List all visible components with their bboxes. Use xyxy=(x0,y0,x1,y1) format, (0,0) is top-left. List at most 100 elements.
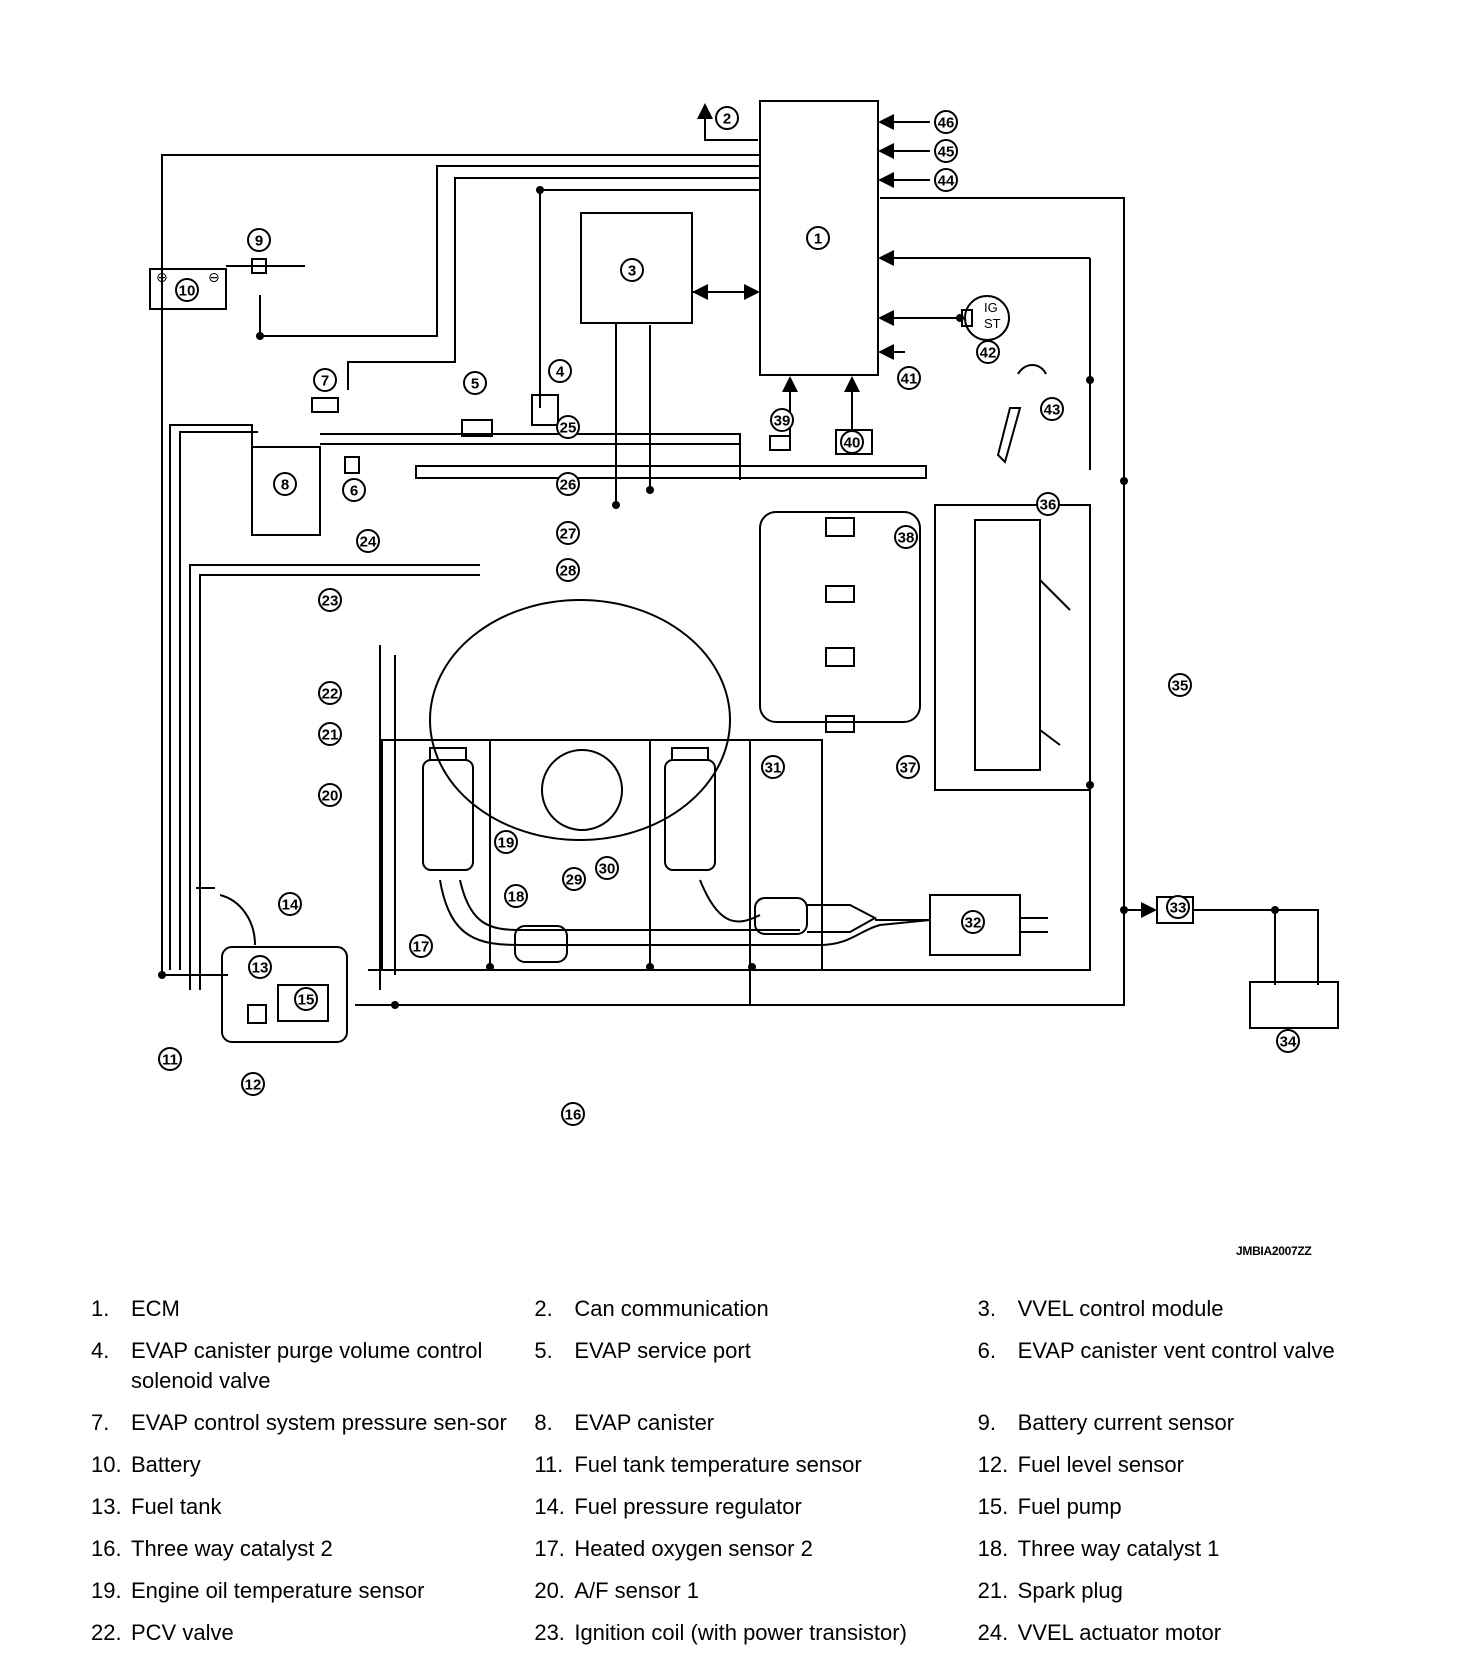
callout-number: 31 xyxy=(765,760,782,777)
callout-37: 37 xyxy=(896,755,920,779)
callout-number: 36 xyxy=(1040,497,1057,514)
callout-number: 26 xyxy=(560,477,577,494)
legend-item: 21.Spark plug xyxy=(977,1578,1123,1603)
callout-number: 23 xyxy=(322,593,339,610)
legend-row: 22.PCV valve 23.Ignition coil (with powe… xyxy=(78,1618,1408,1648)
legend-item: 24.VVEL actuator motor xyxy=(977,1620,1222,1645)
callout-16: 16 xyxy=(561,1102,585,1126)
callout-30: 30 xyxy=(595,856,619,880)
callout-number: 42 xyxy=(980,345,997,362)
legend-item: 16.Three way catalyst 2 xyxy=(91,1536,333,1561)
battery-negative-terminal: ⊖ xyxy=(208,270,220,286)
callout-6: 6 xyxy=(342,478,366,502)
legend-item: 15.Fuel pump xyxy=(977,1494,1122,1519)
callout-27: 27 xyxy=(556,521,580,545)
callout-23: 23 xyxy=(318,588,342,612)
legend-item: 11.Fuel tank temperature sensor xyxy=(534,1452,862,1477)
callout-number: 41 xyxy=(901,371,918,388)
callout-number: 35 xyxy=(1172,678,1189,695)
callout-18: 18 xyxy=(504,884,528,908)
callout-number: 7 xyxy=(321,373,329,390)
callout-20: 20 xyxy=(318,783,342,807)
evap-canister-box xyxy=(251,446,321,536)
sensor-40-box xyxy=(835,429,873,455)
callout-number: 39 xyxy=(774,413,791,430)
legend-item: 13.Fuel tank xyxy=(91,1494,222,1519)
callout-number: 43 xyxy=(1044,402,1061,419)
air-intake-box xyxy=(934,504,1091,791)
callout-45: 45 xyxy=(934,139,958,163)
legend-item: 1.ECM xyxy=(91,1296,180,1321)
callout-number: 44 xyxy=(938,173,955,190)
legend-item: 9.Battery current sensor xyxy=(977,1410,1235,1435)
ignition-switch-st-label: ST xyxy=(984,316,1001,331)
engine-control-system-diagram: ⊕ ⊖ IG ST 123456789101112131415161718192… xyxy=(149,100,1339,1126)
legend-item: 18.Three way catalyst 1 xyxy=(977,1536,1220,1561)
callout-41: 41 xyxy=(897,366,921,390)
legend-item: 8.EVAP canister xyxy=(534,1410,715,1435)
legend-row: 4.EVAP canister purge volume control sol… xyxy=(78,1336,1408,1396)
callout-number: 29 xyxy=(566,872,583,889)
figure-code: JMBIA2007ZZ xyxy=(1236,1244,1312,1258)
callout-number: 4 xyxy=(556,364,565,381)
legend-item: 22.PCV valve xyxy=(91,1620,234,1645)
legend-item: 20.A/F sensor 1 xyxy=(534,1578,700,1603)
callout-39: 39 xyxy=(770,408,794,432)
callout-number: 18 xyxy=(508,889,525,906)
callout-number: 16 xyxy=(565,1107,582,1124)
callout-17: 17 xyxy=(409,934,433,958)
legend-item: 3.VVEL control module xyxy=(977,1296,1224,1321)
callout-25: 25 xyxy=(556,415,580,439)
legend-item: 4.EVAP canister purge volume control sol… xyxy=(91,1338,483,1393)
muffler-box xyxy=(929,894,1021,956)
battery-box xyxy=(149,268,227,310)
legend-item: 10.Battery xyxy=(91,1452,201,1477)
callout-35: 35 xyxy=(1168,673,1192,697)
legend-item: 14.Fuel pressure regulator xyxy=(534,1494,802,1519)
callout-number: 11 xyxy=(162,1052,178,1069)
callout-1: 1 xyxy=(806,226,830,250)
callout-number: 20 xyxy=(322,788,339,805)
callout-number: 17 xyxy=(413,939,430,956)
callout-12: 12 xyxy=(241,1072,265,1096)
callout-24: 24 xyxy=(356,529,380,553)
callout-5: 5 xyxy=(463,371,487,395)
callout-36: 36 xyxy=(1036,492,1060,516)
callout-number: 3 xyxy=(628,263,636,280)
callout-9: 9 xyxy=(247,228,271,252)
callout-number: 32 xyxy=(965,915,982,932)
legend-item: 6.EVAP canister vent control valve xyxy=(977,1338,1335,1363)
callout-number: 24 xyxy=(360,534,377,551)
callout-number: 14 xyxy=(282,897,299,914)
callout-2: 2 xyxy=(715,106,739,130)
callout-40: 40 xyxy=(840,430,864,454)
callout-number: 12 xyxy=(245,1077,262,1094)
callout-number: 19 xyxy=(498,835,515,852)
legend-item: 23.Ignition coil (with power transistor) xyxy=(534,1620,907,1645)
callout-number: 9 xyxy=(255,233,263,250)
legend-item: 7.EVAP control system pressure sen-sor xyxy=(91,1410,507,1435)
legend-row: 7.EVAP control system pressure sen-sor 8… xyxy=(78,1408,1408,1438)
callout-29: 29 xyxy=(562,867,586,891)
cooling-fan-box xyxy=(1249,981,1339,1029)
callout-22: 22 xyxy=(318,681,342,705)
callout-7: 7 xyxy=(313,368,337,392)
legend-row: 19.Engine oil temperature sensor 20.A/F … xyxy=(78,1576,1408,1606)
callout-31: 31 xyxy=(761,755,785,779)
legend-item: 17.Heated oxygen sensor 2 xyxy=(534,1536,813,1561)
callout-26: 26 xyxy=(556,472,580,496)
callout-number: 5 xyxy=(471,376,479,393)
callout-43: 43 xyxy=(1040,397,1064,421)
callout-19: 19 xyxy=(494,830,518,854)
callout-number: 25 xyxy=(560,420,577,437)
fuel-tank-outline xyxy=(221,946,348,1043)
callout-number: 22 xyxy=(322,686,339,703)
callout-number: 27 xyxy=(560,526,577,543)
legend-row: 16.Three way catalyst 2 17.Heated oxygen… xyxy=(78,1534,1408,1564)
callout-number: 13 xyxy=(252,960,269,977)
callout-14: 14 xyxy=(278,892,302,916)
callout-46: 46 xyxy=(934,110,958,134)
callout-number: 30 xyxy=(599,861,616,878)
callout-44: 44 xyxy=(934,168,958,192)
callout-15: 15 xyxy=(294,987,318,1011)
